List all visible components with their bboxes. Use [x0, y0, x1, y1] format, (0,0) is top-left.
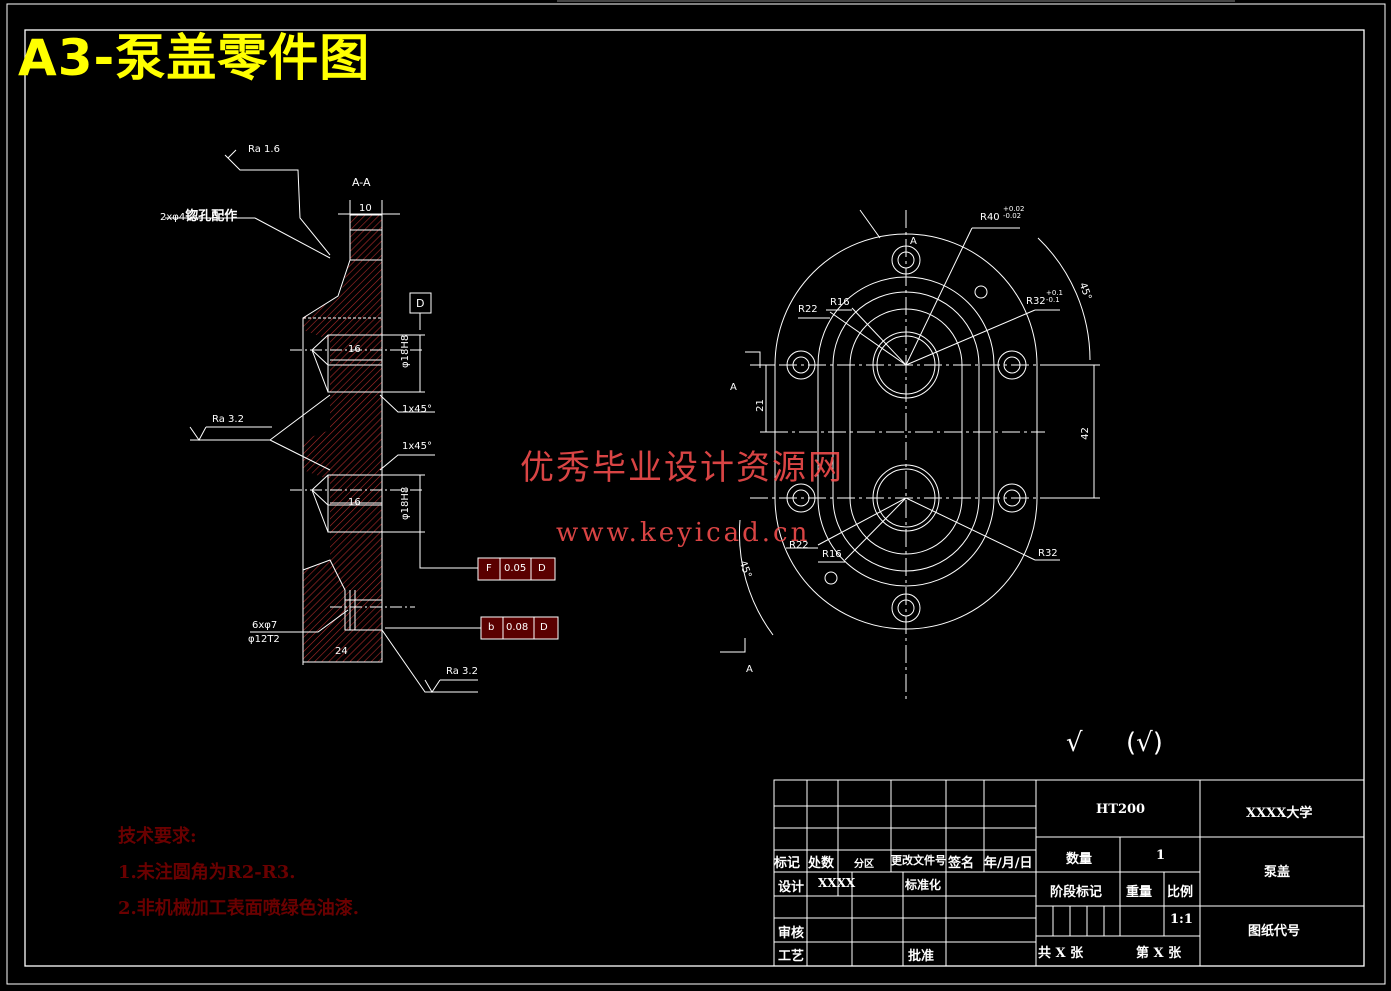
tb-header-3: 更改文件号 — [891, 854, 946, 867]
tb-material: HT200 — [1096, 802, 1146, 817]
tb-header-5: 年/月/日 — [984, 856, 1033, 871]
hole-note-1: 6xφ7 — [252, 620, 278, 631]
tech-item-2: 2.非机械加工表面喷绿色油漆. — [118, 898, 360, 919]
title-block — [773, 779, 1365, 967]
tb-process-label: 工艺 — [778, 949, 805, 964]
tb-part-name: 泵盖 — [1264, 865, 1291, 880]
tb-header-4: 签名 — [948, 856, 975, 871]
front-view — [720, 209, 1100, 700]
tb-designer: XXXX — [818, 876, 856, 890]
section-label: A-A — [352, 176, 371, 189]
tb-header-2: 分区 — [854, 859, 874, 870]
roughness-top: Ra 1.6 — [248, 144, 280, 155]
fcf2-tol: 0.08 — [506, 622, 529, 633]
chamfer-2: 1x45° — [402, 441, 433, 452]
tech-heading: 技术要求: — [118, 826, 197, 847]
tb-header-1: 处数 — [808, 856, 835, 871]
tech-item-1: 1.未注圆角为R2-R3. — [118, 862, 296, 883]
section-view — [165, 149, 559, 693]
fcf-box-1 — [477, 557, 556, 581]
datum-d: D — [416, 297, 425, 310]
fcf1-datum: D — [538, 563, 546, 574]
r22-bottom-label: R22 — [789, 540, 809, 551]
tb-school: XXXX大学 — [1246, 806, 1313, 821]
dim-depth-2: 16 — [348, 497, 361, 508]
tb-approve-label: 批准 — [908, 949, 935, 964]
section-mark-bottom: A — [746, 664, 753, 675]
outer-flange-outline — [774, 233, 1038, 630]
tb-review-label: 审核 — [778, 926, 805, 941]
r32-top-label: R32 — [1026, 296, 1046, 307]
dim-bore-2: φ18H8 — [400, 486, 411, 520]
fcf2-datum: D — [540, 622, 548, 633]
r32-bottom-label: R32 — [1038, 548, 1058, 559]
sheet-frame-inner — [24, 29, 1365, 967]
chamfer-1: 1x45° — [402, 404, 433, 415]
roughness-mid: Ra 3.2 — [212, 414, 244, 425]
fcf-box-2 — [480, 616, 559, 640]
dim-42: 42 — [1079, 427, 1091, 440]
r22-top-label: R22 — [798, 304, 818, 315]
sheet-frame-outer — [6, 3, 1386, 985]
watermark-text: 优秀毕业设计资源网 — [520, 448, 844, 488]
section-mark-top: A — [910, 236, 917, 247]
hole-note-2: φ12T2 — [248, 634, 280, 645]
tb-design-label: 设计 — [778, 880, 805, 895]
tb-header-0: 标记 — [774, 856, 801, 871]
section-mark-left: A — [730, 382, 737, 393]
fcf1-tol: 0.05 — [504, 563, 527, 574]
dim-width: 10 — [359, 203, 372, 214]
dim-bore-1: φ18H8 — [400, 334, 411, 368]
pin-note: 2xφ4锪孔配作 — [160, 209, 238, 224]
r40-tolerance: +0.02-0.02 — [1003, 205, 1025, 220]
tb-drawing-no-label: 图纸代号 — [1248, 924, 1301, 939]
tb-scale: 1:1 — [1170, 912, 1193, 927]
r40-label: R40 — [980, 212, 1000, 223]
tb-qty: 1 — [1156, 848, 1166, 863]
roughness-symbol-paren: (√) — [1126, 728, 1163, 758]
roughness-bottom: Ra 3.2 — [446, 666, 478, 677]
r16-bottom-label: R16 — [822, 549, 842, 560]
tb-sheet-no: 第 X 张 — [1136, 946, 1182, 961]
dim-depth-1: 16 — [348, 344, 361, 355]
drawing-title: A3-泵盖零件图 — [18, 29, 371, 87]
r16-top-label: R16 — [830, 297, 850, 308]
tb-scale-label: 比例 — [1167, 885, 1194, 900]
tb-standard-label: 标准化 — [905, 878, 942, 892]
tb-total-sheets: 共 X 张 — [1038, 946, 1084, 961]
dim-21: 21 — [754, 399, 766, 412]
watermark-url: www.keyicad.cn — [556, 518, 811, 548]
roughness-symbol: √ — [1066, 728, 1083, 758]
dim-total: 24 — [335, 646, 348, 657]
fcf2-symbol: b — [488, 622, 495, 633]
section-hatch — [303, 215, 382, 662]
tb-stage-label: 阶段标记 — [1050, 885, 1103, 900]
tb-weight-label: 重量 — [1126, 885, 1153, 900]
r32-tolerance: +0.1-0.1 — [1046, 289, 1063, 304]
fcf1-symbol: F — [486, 563, 492, 574]
tb-qty-label: 数量 — [1066, 852, 1093, 867]
